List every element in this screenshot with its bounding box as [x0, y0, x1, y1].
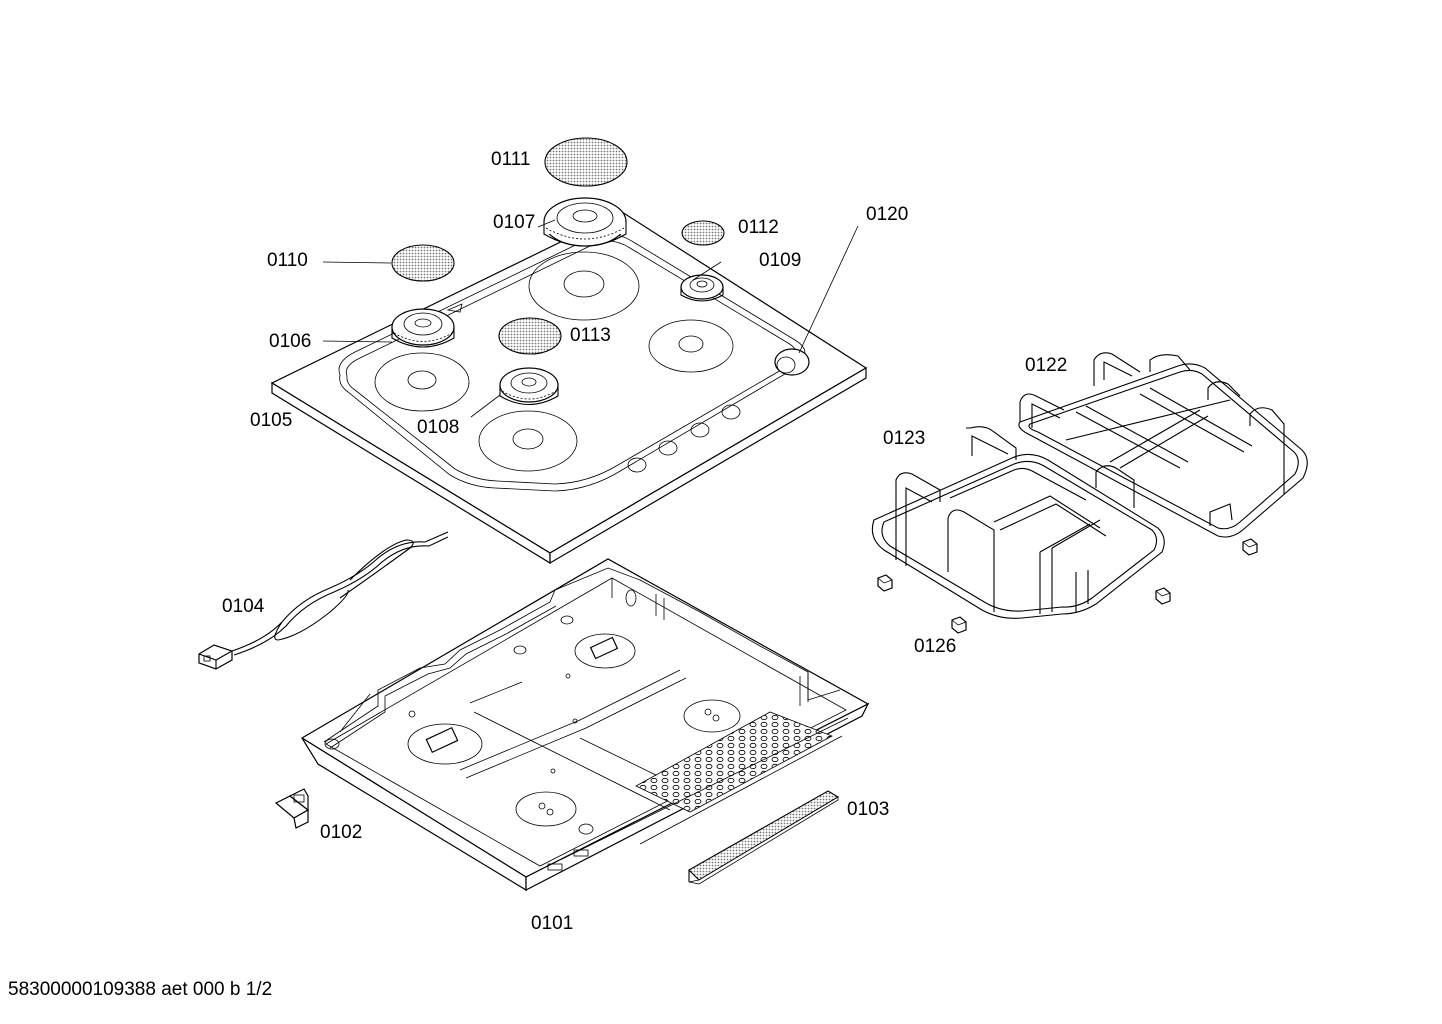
- label-0104: 0104: [222, 596, 265, 617]
- burner-cap-0111: [545, 138, 627, 186]
- rubber-foot: [1156, 588, 1170, 604]
- label-0122: 0122: [1025, 355, 1067, 376]
- burner-cap-0110: [392, 245, 454, 281]
- label-0108: 0108: [417, 417, 459, 438]
- label-0110: 0110: [267, 250, 308, 271]
- base-tray-0101: [302, 559, 868, 890]
- seal-strip-0103: [689, 791, 838, 884]
- label-0111: 0111: [491, 149, 530, 170]
- rubber-feet-0126: [878, 539, 1257, 633]
- document-id-footer: 58300000109388 aet 000 b 1/2: [8, 979, 272, 1001]
- pan-support-0122: [1019, 353, 1307, 537]
- label-0105: 0105: [250, 410, 292, 431]
- label-0123: 0123: [883, 428, 925, 449]
- rubber-foot: [952, 617, 966, 633]
- label-0107: 0107: [493, 212, 535, 233]
- label-0126: 0126: [914, 636, 956, 657]
- label-0120: 0120: [866, 204, 908, 225]
- label-0113: 0113: [570, 325, 611, 346]
- label-0103: 0103: [847, 799, 889, 820]
- burner-cap-0113: [499, 318, 561, 354]
- label-0102: 0102: [320, 822, 362, 843]
- label-0106: 0106: [269, 331, 311, 352]
- clip-0102: [276, 789, 308, 828]
- rubber-foot: [878, 575, 892, 591]
- burner-large-0107: [544, 198, 626, 246]
- burner-cap-0112: [682, 221, 724, 245]
- label-0109: 0109: [759, 250, 801, 271]
- label-0101: 0101: [531, 913, 573, 934]
- ignition-part-0120: [775, 349, 809, 375]
- rubber-foot: [1243, 539, 1257, 555]
- label-0112: 0112: [738, 217, 779, 238]
